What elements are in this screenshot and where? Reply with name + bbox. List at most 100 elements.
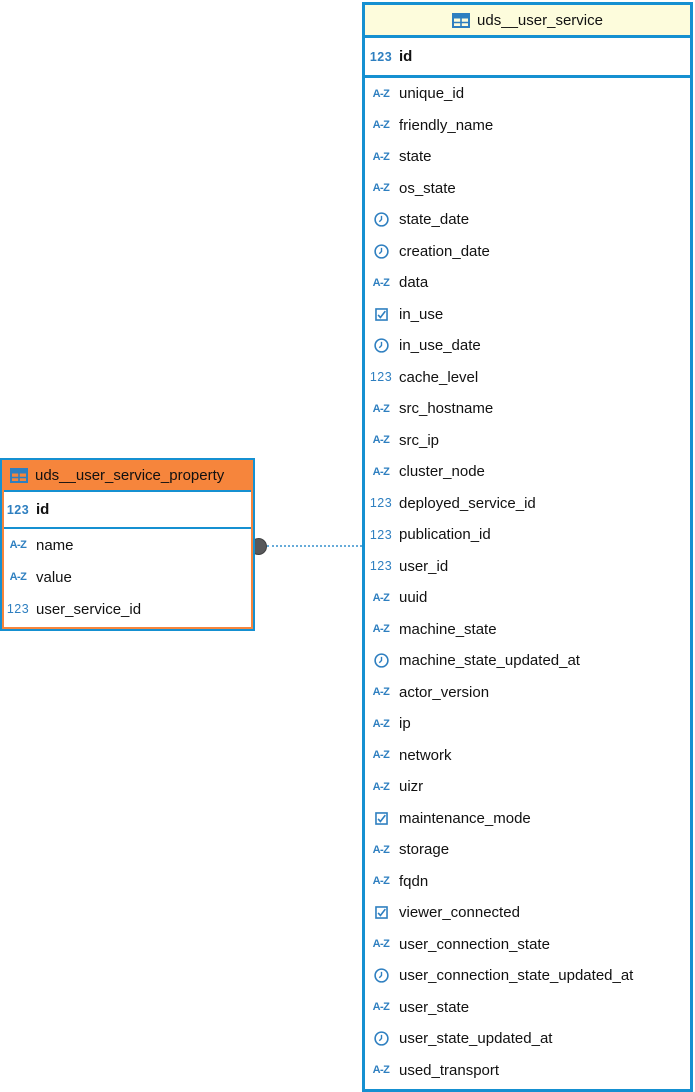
entity-title: uds__user_service xyxy=(477,11,603,29)
text-type-icon: A-Z xyxy=(372,402,390,415)
column-name: publication_id xyxy=(399,526,491,544)
column-name: user_connection_state_updated_at xyxy=(399,967,634,985)
column-row[interactable]: 123 user_id xyxy=(365,551,690,583)
column-row[interactable]: A-Z value xyxy=(2,561,253,593)
datetime-type-icon xyxy=(369,652,393,669)
column-name: id xyxy=(399,48,413,65)
text-type-icon: A-Z xyxy=(372,465,390,478)
text-type-icon: A-Z xyxy=(372,686,390,699)
column-row[interactable]: A-Z uizr xyxy=(365,771,690,803)
text-type-icon: A-Z xyxy=(372,150,390,163)
column-name: uizr xyxy=(399,778,424,796)
column-name: storage xyxy=(399,841,450,859)
number-type-icon: 123 xyxy=(369,370,393,385)
column-name: ip xyxy=(399,715,411,733)
column-row[interactable]: A-Z src_ip xyxy=(365,425,690,457)
column-row[interactable]: A-Z user_state xyxy=(365,992,690,1024)
column-row[interactable]: 123 id xyxy=(365,38,690,75)
entity-header[interactable]: uds__user_service xyxy=(365,5,690,38)
column-row[interactable]: viewer_connected xyxy=(365,897,690,929)
entity-header[interactable]: uds__user_service_property xyxy=(2,460,253,492)
text-type-icon: A-Z xyxy=(372,276,390,289)
text-type-icon: A-Z xyxy=(9,539,27,551)
column-row[interactable]: 123 id xyxy=(2,492,253,527)
text-type-icon: A-Z xyxy=(372,843,390,856)
table-icon xyxy=(452,12,471,28)
column-row[interactable]: machine_state_updated_at xyxy=(365,645,690,677)
column-name: machine_state_updated_at xyxy=(399,652,580,670)
column-row[interactable]: maintenance_mode xyxy=(365,803,690,835)
column-row[interactable]: user_connection_state_updated_at xyxy=(365,960,690,992)
column-name: in_use xyxy=(399,305,444,323)
text-type-icon: A-Z xyxy=(372,780,390,793)
column-name: fqdn xyxy=(399,872,429,890)
text-type-icon: A-Z xyxy=(372,119,390,132)
text-type-icon: A-Z xyxy=(9,571,27,583)
column-row[interactable]: A-Z used_transport xyxy=(365,1055,690,1087)
datetime-type-icon xyxy=(369,337,393,354)
column-row[interactable]: A-Z ip xyxy=(365,708,690,740)
column-row[interactable]: creation_date xyxy=(365,236,690,268)
number-type-icon: 123 xyxy=(369,49,393,64)
boolean-type-icon xyxy=(369,810,393,827)
column-row[interactable]: 123 cache_level xyxy=(365,362,690,394)
column-row[interactable]: A-Z src_hostname xyxy=(365,393,690,425)
column-row[interactable]: A-Z uuid xyxy=(365,582,690,614)
column-row[interactable]: 123 deployed_service_id xyxy=(365,488,690,520)
datetime-type-icon xyxy=(369,211,393,228)
column-name: os_state xyxy=(399,179,456,197)
text-type-icon: A-Z xyxy=(372,182,390,195)
relation-line[interactable] xyxy=(267,545,362,547)
column-row[interactable]: A-Z storage xyxy=(365,834,690,866)
column-row[interactable]: user_state_updated_at xyxy=(365,1023,690,1055)
text-type-icon: A-Z xyxy=(372,938,390,951)
number-type-icon: 123 xyxy=(369,496,393,511)
text-type-icon: A-Z xyxy=(372,875,390,888)
column-row[interactable]: in_use_date xyxy=(365,330,690,362)
text-type-icon: A-Z xyxy=(372,87,390,100)
column-row[interactable]: A-Z name xyxy=(2,529,253,561)
column-name: creation_date xyxy=(399,242,490,260)
column-row[interactable]: A-Z unique_id xyxy=(365,78,690,110)
datetime-type-icon xyxy=(369,1030,393,1047)
column-name: in_use_date xyxy=(399,337,481,355)
column-name: cluster_node xyxy=(399,463,485,481)
column-row[interactable]: 123 publication_id xyxy=(365,519,690,551)
column-name: maintenance_mode xyxy=(399,809,531,827)
column-name: value xyxy=(36,568,72,586)
text-type-icon: A-Z xyxy=(372,1064,390,1077)
column-name: user_state_updated_at xyxy=(399,1030,553,1048)
column-name: machine_state xyxy=(399,620,497,638)
table-icon xyxy=(10,467,28,483)
text-type-icon: A-Z xyxy=(372,434,390,447)
column-row[interactable]: A-Z machine_state xyxy=(365,614,690,646)
column-row[interactable]: A-Z actor_version xyxy=(365,677,690,709)
entity-uds-user-service-property[interactable]: uds__user_service_property 123 id A-Z na… xyxy=(0,458,255,631)
column-name: id xyxy=(36,501,50,518)
boolean-type-icon xyxy=(369,306,393,323)
column-row[interactable]: state_date xyxy=(365,204,690,236)
column-row[interactable]: 123 user_service_id xyxy=(2,593,253,625)
column-name: uuid xyxy=(399,589,428,607)
column-row[interactable]: A-Z data xyxy=(365,267,690,299)
column-row[interactable]: A-Z friendly_name xyxy=(365,110,690,142)
column-row[interactable]: A-Z cluster_node xyxy=(365,456,690,488)
column-name: src_hostname xyxy=(399,400,494,418)
entity-uds-user-service[interactable]: uds__user_service 123 id A-Z unique_id A… xyxy=(362,2,693,1092)
number-type-icon: 123 xyxy=(6,502,30,517)
column-name: friendly_name xyxy=(399,116,494,134)
column-name: data xyxy=(399,274,429,292)
text-type-icon: A-Z xyxy=(372,717,390,730)
column-name: user_state xyxy=(399,998,470,1016)
primary-key-section: 123 id xyxy=(2,492,253,529)
column-row[interactable]: A-Z user_connection_state xyxy=(365,929,690,961)
primary-key-section: 123 id xyxy=(365,38,690,78)
column-row[interactable]: A-Z fqdn xyxy=(365,866,690,898)
column-name: user_id xyxy=(399,557,449,575)
column-row[interactable]: A-Z os_state xyxy=(365,173,690,205)
column-row[interactable]: in_use xyxy=(365,299,690,331)
column-row[interactable]: A-Z network xyxy=(365,740,690,772)
column-name: unique_id xyxy=(399,85,465,103)
column-row[interactable]: A-Z state xyxy=(365,141,690,173)
